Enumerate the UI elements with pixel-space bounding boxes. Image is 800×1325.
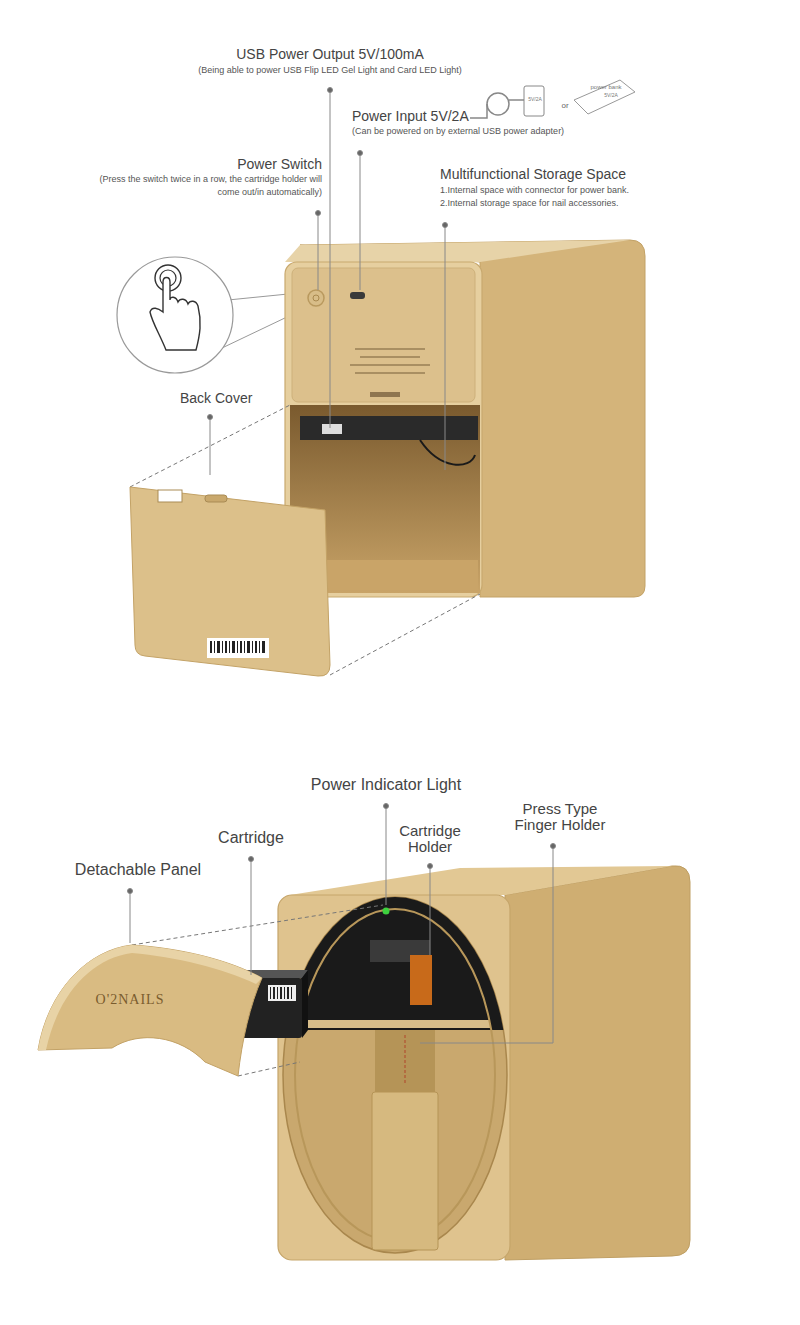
detachable-panel: [38, 905, 383, 1076]
callout-title: Multifunctional Storage Space: [440, 166, 700, 183]
callout-title: Power Switch: [72, 156, 322, 173]
callout-title: USB Power Output 5V/100mA: [130, 46, 530, 63]
power-source-icons: [470, 80, 635, 118]
device-marking: power bank: [586, 84, 626, 91]
leader-lines: [128, 804, 556, 1044]
part-name: Detachable Panel: [53, 861, 223, 879]
brand-logo: O'2NAILS: [85, 992, 175, 1008]
part-name: Cartridge: [191, 829, 311, 847]
printer-back-view: [285, 240, 645, 597]
hand-icon: [117, 257, 310, 373]
part-name: Power Indicator Light: [266, 776, 506, 794]
callout-note: (Can be powered on by external USB power…: [352, 126, 612, 137]
part-name: Cartridge Holder: [380, 823, 480, 855]
device-marking: 5V/2A: [596, 92, 626, 98]
callout-note: (Press the switch twice in a row, the ca…: [92, 173, 322, 199]
callout-note: 2.Internal storage space for nail access…: [440, 197, 740, 210]
callout-title: Power Input 5V/2A: [352, 108, 512, 125]
printer-front-view: [278, 866, 690, 1260]
part-name: Back Cover: [180, 390, 300, 407]
part-name: Press Type Finger Holder: [500, 801, 620, 833]
device-marking: 5V/2A: [526, 96, 544, 102]
callout-note: 1.Internal space with connector for powe…: [440, 184, 740, 197]
callout-note: (Being able to power USB Flip LED Gel Li…: [130, 65, 530, 76]
back-cover: [130, 405, 480, 676]
leader-lines: [208, 88, 448, 476]
connector-word: or: [558, 101, 572, 110]
